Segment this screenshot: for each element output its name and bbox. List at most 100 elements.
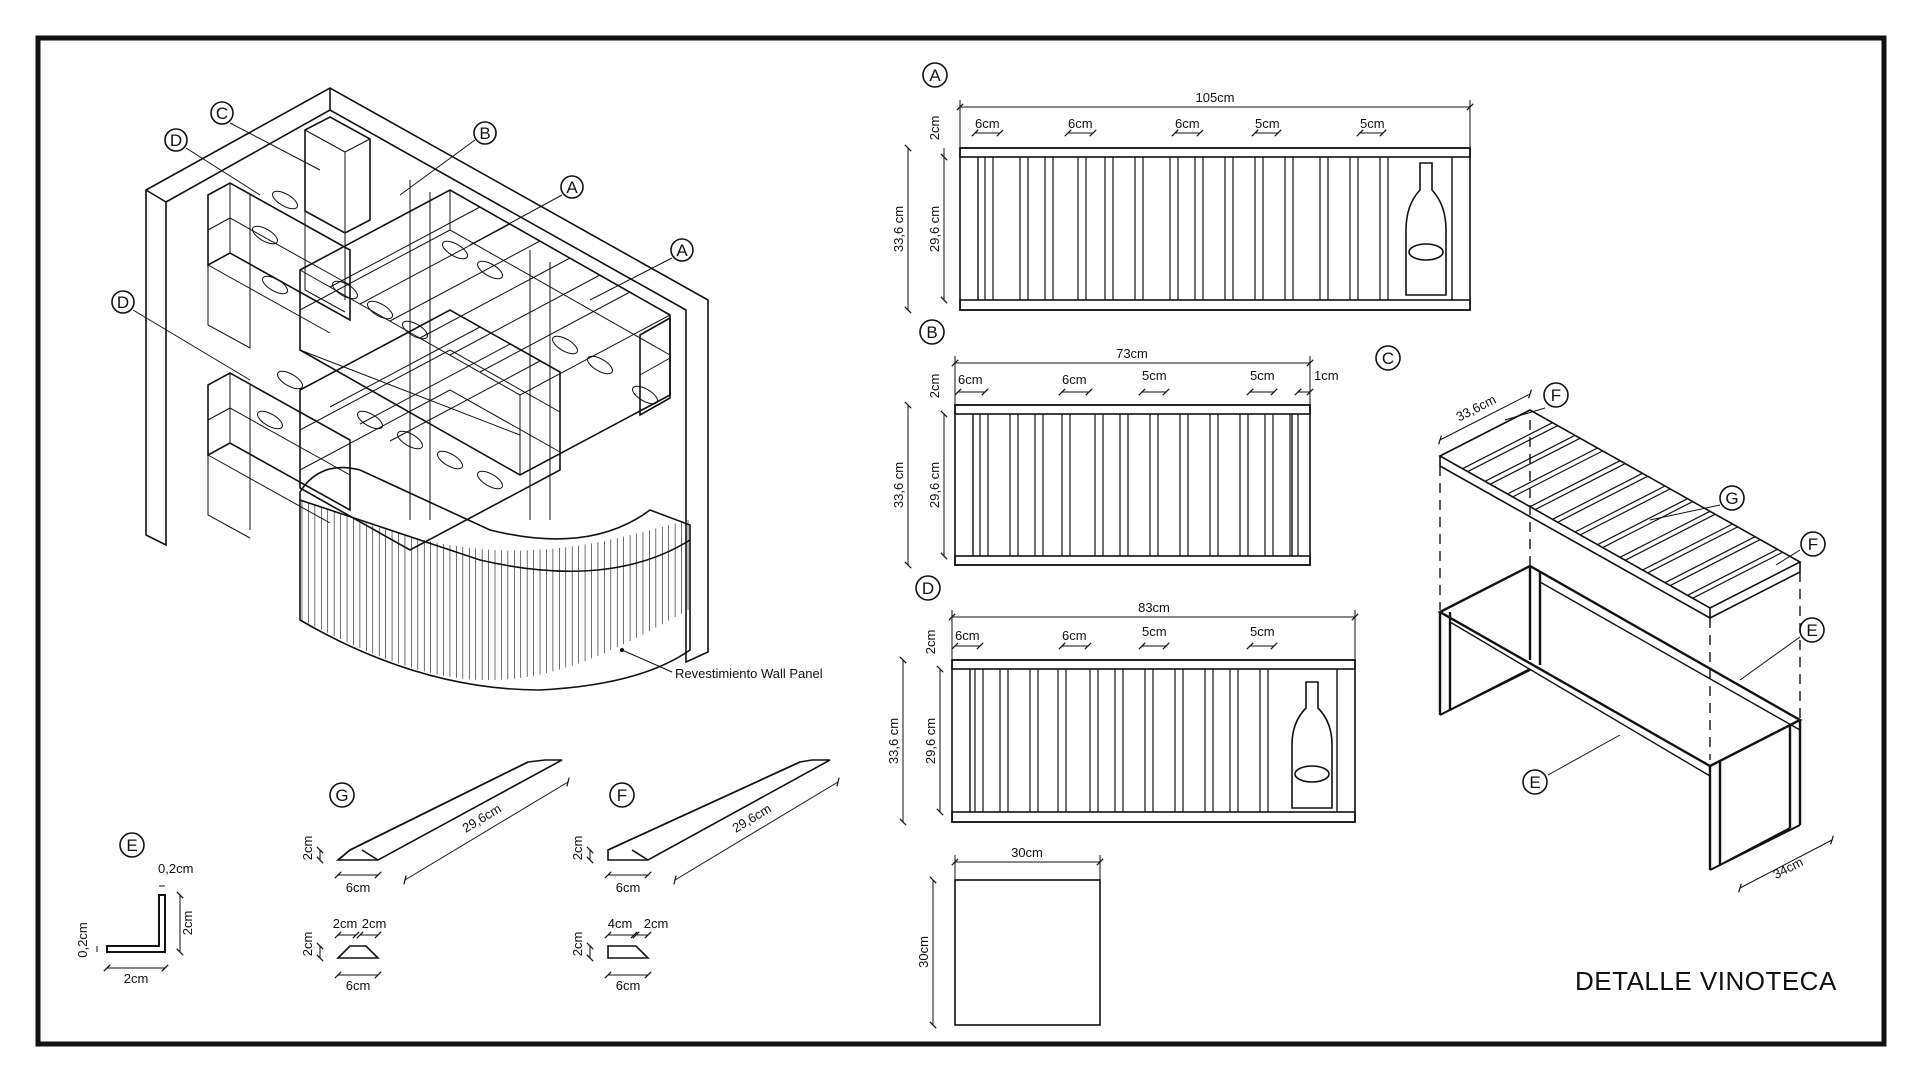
profile-E-height: 2cm — [180, 911, 195, 936]
elevation-D-spacing-1: 6cm — [955, 628, 980, 643]
detail-C-depth: 33,6cm — [1454, 392, 1499, 425]
profile-G: G 29,6cm 6cm 2cm 6cm 2cm 2cm 2cm — [300, 759, 570, 993]
elevation-D-spacing-2: 6cm — [1062, 628, 1087, 643]
elevation-B-spacing-1: 6cm — [958, 372, 983, 387]
callout-D: D — [170, 131, 182, 150]
plan-square: 30cm 30cm — [916, 845, 1104, 1029]
slat-line — [1619, 510, 1711, 558]
profile-E-tag: E — [126, 836, 137, 855]
elevation-D-spacing-4: 5cm — [1250, 624, 1275, 639]
callout-A: A — [566, 178, 578, 197]
slat-line — [1687, 548, 1778, 596]
slat-line — [1462, 422, 1553, 470]
elevation-A-slats — [977, 157, 1453, 300]
bottle-icon-2 — [1291, 681, 1333, 809]
wall-panel-ribs — [301, 500, 689, 681]
sheet-frame — [35, 35, 1887, 1047]
elevation-B-spacing-5: 1cm — [1314, 368, 1339, 383]
slat-line — [1624, 513, 1716, 561]
profile-G-sec-height: 2cm — [300, 932, 315, 957]
callout-B: B — [479, 124, 490, 143]
profile-F: F 29,6cm 6cm 2cm 6cm 4cm 2cm 2cm — [570, 759, 840, 993]
detail-C-callout-G: G — [1725, 489, 1738, 508]
elevation-B-top-thickness: 2cm — [927, 374, 942, 399]
slat-line — [1557, 475, 1648, 523]
detail-C-callout-F-2: F — [1808, 535, 1818, 554]
elevation-B-spacing-3: 5cm — [1142, 368, 1167, 383]
slat-line — [1579, 488, 1671, 536]
plan-width: 30cm — [1011, 845, 1043, 860]
elevation-D-width: 83cm — [1138, 600, 1170, 615]
elevation-A-spacing-5: 5cm — [1360, 116, 1385, 131]
rack-slats — [1462, 422, 1783, 599]
elevation-A-spacing-1: 6cm — [975, 116, 1000, 131]
detail-C-width: 34cm — [1770, 854, 1805, 882]
profile-G-length: 29,6cm — [460, 801, 504, 836]
profile-G-base: 6cm — [346, 880, 371, 895]
elevation-B-tag: B — [926, 323, 937, 342]
profile-G-height: 2cm — [300, 836, 315, 861]
profile-E: E 0,2cm 2cm 0,2cm 2cm — [75, 832, 195, 986]
slat-line — [1602, 501, 1693, 549]
elevation-A-tag: A — [929, 66, 941, 85]
callout-A-2: A — [676, 241, 688, 260]
elevation-D-total-height: 33,6 cm — [886, 718, 901, 764]
profile-F-length: 29,6cm — [730, 801, 774, 836]
iso-callouts: C D B A A D Revestimiento Wall Panel — [111, 101, 823, 681]
profile-G-sec-left: 2cm — [333, 916, 358, 931]
bottle-icon — [1405, 162, 1447, 296]
elevation-D-inner-height: 29,6 cm — [923, 718, 938, 764]
slat-line — [1512, 450, 1603, 498]
elevation-D: D 83cm 6cm 6cm 5cm 5cm 33,6 cm 29,6 cm 2… — [886, 575, 1359, 826]
elevation-B-total-height: 33,6 cm — [891, 462, 906, 508]
wall-panel-label: Revestimiento Wall Panel — [675, 666, 823, 681]
profile-E-thickness-side: 0,2cm — [75, 922, 90, 957]
slat-line — [1489, 437, 1581, 485]
slat-line — [1552, 472, 1643, 520]
elevation-A-spacing-2: 6cm — [1068, 116, 1093, 131]
profile-G-sec-base: 6cm — [346, 978, 371, 993]
detail-C-callout-E: E — [1806, 621, 1817, 640]
isometric-bar-view — [145, 87, 709, 691]
detail-C: C 33,6cm 34cm F G F E E — [1375, 345, 1834, 893]
callout-D-2: D — [117, 293, 129, 312]
slat-line — [1534, 463, 1626, 511]
elevation-D-slats — [969, 669, 1338, 812]
elevation-A-top-thickness: 2cm — [927, 116, 942, 141]
slat-line — [1507, 447, 1598, 495]
elevation-B-spacing-4: 5cm — [1250, 368, 1275, 383]
elevation-A: A 105cm 6cm 6cm 6cm 5cm 5cm 33,6 cm 29,6… — [891, 62, 1474, 314]
profile-F-base: 6cm — [616, 880, 641, 895]
profile-G-sec-right: 2cm — [362, 916, 387, 931]
elevation-A-total-height: 33,6 cm — [891, 206, 906, 252]
callout-C: C — [216, 104, 228, 123]
elevation-D-top-thickness: 2cm — [923, 630, 938, 655]
slat-line — [1467, 425, 1558, 473]
slat-line — [1692, 551, 1783, 599]
elevation-B: B 73cm 6cm 6cm 5cm 5cm 1cm 33,6 cm 29,6 … — [891, 319, 1339, 569]
elevation-A-inner-height: 29,6 cm — [927, 206, 942, 252]
drawing-title: DETALLE VINOTECA — [1575, 966, 1837, 996]
slat-line — [1597, 498, 1688, 546]
elevation-B-inner-height: 29,6 cm — [927, 462, 942, 508]
slat-line — [1529, 460, 1621, 508]
slat-line — [1642, 523, 1733, 571]
elevation-B-slats — [972, 414, 1299, 556]
profile-G-tag: G — [335, 786, 348, 805]
profile-E-thickness-top: 0,2cm — [158, 861, 193, 876]
elevation-B-spacing-2: 6cm — [1062, 372, 1087, 387]
detail-C-callout-E-2: E — [1529, 773, 1540, 792]
detail-C-tag: C — [1382, 349, 1394, 368]
slat-line — [1574, 485, 1666, 533]
profile-F-height: 2cm — [570, 836, 585, 861]
profile-F-sec-base: 6cm — [616, 978, 641, 993]
slat-line — [1664, 536, 1756, 584]
slat-line — [1647, 526, 1738, 574]
elevation-A-spacing-3: 6cm — [1175, 116, 1200, 131]
elevation-A-spacing-4: 5cm — [1255, 116, 1280, 131]
elevation-D-spacing-3: 5cm — [1142, 624, 1167, 639]
profile-E-width: 2cm — [124, 971, 149, 986]
elevation-D-tag: D — [922, 579, 934, 598]
elevation-B-width: 73cm — [1116, 346, 1148, 361]
